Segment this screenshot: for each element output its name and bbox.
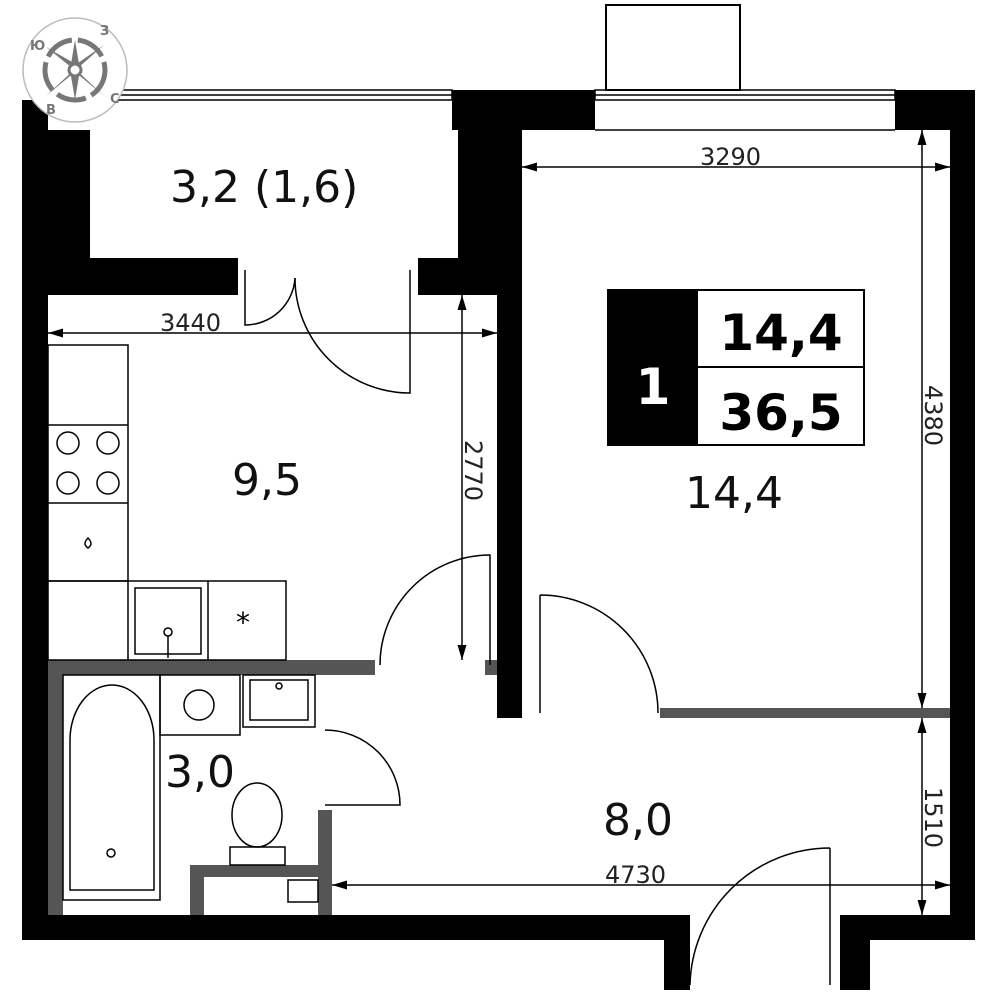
bathroom-fixtures [62,674,319,903]
dim-room-depth: 4380 [919,385,947,446]
dim-kitchen-depth: 2770 [459,440,487,501]
compass-west-label: З [100,24,109,39]
doors [244,270,831,986]
hallway-area: 8,0 [603,795,673,846]
living-room-area: 14,4 [685,468,783,519]
total-area: 36,5 [719,384,842,442]
room-count: 1 [636,358,671,416]
dim-hall-width: 4730 [605,861,666,889]
compass-north-label: С [110,92,120,107]
ac-unit [605,4,741,91]
dimension-lines [48,130,950,915]
living-area: 14,4 [719,304,842,362]
dim-room-width: 3290 [700,143,761,171]
bathroom-area: 3,0 [165,747,235,798]
balcony-area: 3,2 (1,6) [170,162,358,213]
kitchen-furniture: * [47,344,287,661]
kitchen-area: 9,5 [232,455,302,506]
partitions [48,660,950,915]
walls [22,90,975,990]
summary-badge: 1 14,4 36,5 [607,289,865,446]
compass-east-label: В [46,103,56,118]
balcony-window [89,89,453,101]
compass-icon: Ю З С В [22,17,128,123]
svg-text:*: * [236,606,250,639]
dim-kitchen-width: 3440 [160,309,221,337]
dim-hall-depth: 1510 [919,787,947,848]
room-window [594,89,896,131]
compass-south-label: Ю [30,39,45,54]
